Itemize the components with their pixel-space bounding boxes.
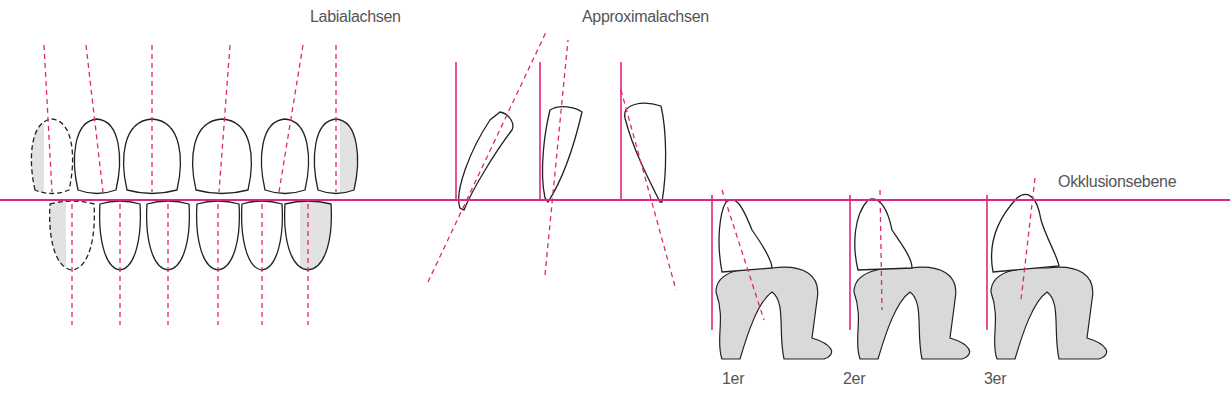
front-teeth xyxy=(31,119,357,270)
approximal-axes xyxy=(428,30,676,290)
tooth-side-view xyxy=(987,178,1107,359)
upper-tooth xyxy=(74,119,119,194)
approximal-teeth xyxy=(459,103,666,210)
stroke xyxy=(31,119,44,194)
labial-axis xyxy=(279,45,303,192)
labial-axis xyxy=(86,45,103,192)
approximal-reference-lines xyxy=(456,62,621,200)
tooth-crown xyxy=(855,199,912,270)
tooth-side-view xyxy=(850,190,970,359)
stroke xyxy=(300,201,331,270)
labial-axis xyxy=(119,204,120,325)
denture-base xyxy=(716,267,832,359)
labial-axis xyxy=(151,45,152,192)
tooth-label: 1er xyxy=(722,370,744,388)
stroke xyxy=(50,201,66,270)
reference-line xyxy=(711,195,713,330)
labial-axis xyxy=(71,204,72,325)
plane-label: Okklusionsebene xyxy=(1058,173,1176,191)
stroke xyxy=(340,119,358,194)
tooth-label: 2er xyxy=(843,370,865,388)
labial-axis xyxy=(335,45,336,192)
tooth-side-view xyxy=(712,190,832,359)
denture-base xyxy=(854,267,970,359)
occlusal-plane xyxy=(0,199,1230,201)
axis-heading: Labialachsen xyxy=(310,8,401,26)
tooth-axis xyxy=(880,190,882,310)
labial-axis xyxy=(219,45,230,192)
denture-base xyxy=(991,267,1107,359)
labial-axis xyxy=(167,204,168,325)
tooth-label: 3er xyxy=(984,370,1006,388)
reference-line xyxy=(986,195,988,330)
labial-axis xyxy=(44,45,52,192)
side-views xyxy=(712,178,1107,359)
tooth-axis xyxy=(1021,178,1035,300)
axis-heading: Approximalachsen xyxy=(582,8,709,26)
tooth-axis xyxy=(722,190,764,320)
labial-axes xyxy=(44,45,336,325)
labial-axis xyxy=(217,204,218,325)
reference-line xyxy=(849,195,851,330)
labial-axis xyxy=(307,204,308,325)
labial-axis xyxy=(261,204,262,325)
